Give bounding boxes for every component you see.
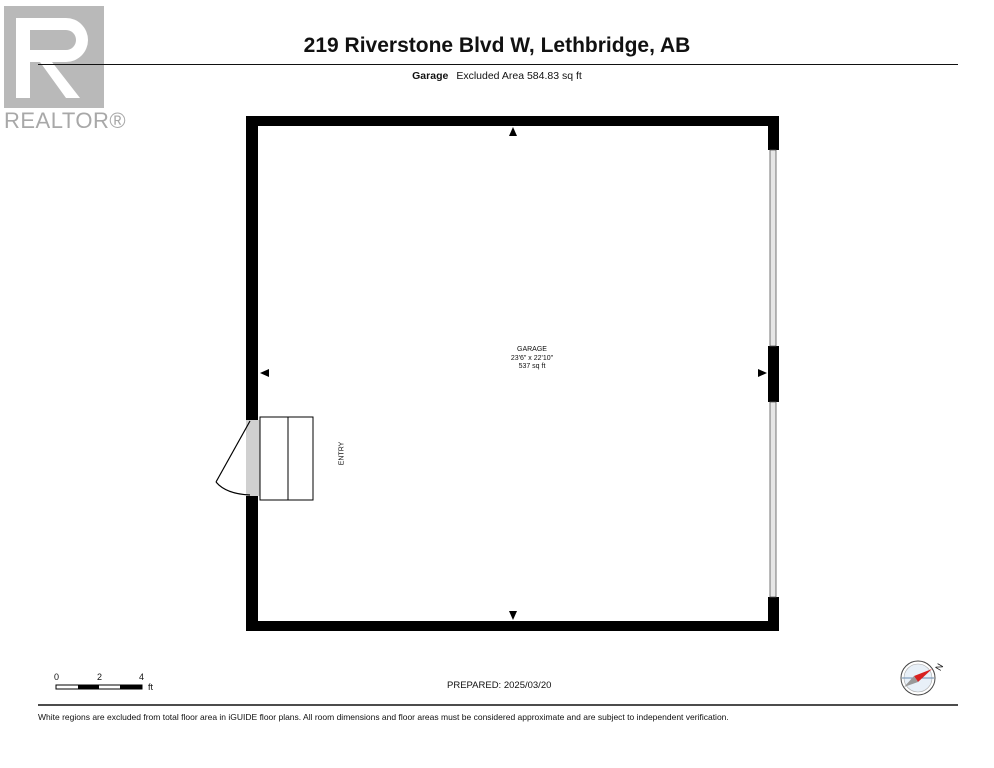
scale-bar — [55, 684, 143, 690]
scale-tick-4: 4 — [139, 672, 145, 682]
scale-tick-2: 2 — [97, 672, 103, 682]
scale-unit: ft — [148, 682, 154, 692]
floor-name: Garage — [412, 70, 449, 82]
room-name: GARAGE — [517, 346, 547, 353]
scale-tick-0: 0 — [54, 672, 60, 682]
entry-steps — [259, 416, 314, 501]
realtor-r-icon — [4, 6, 104, 108]
footer-disclaimer: White regions are excluded from total fl… — [38, 712, 729, 722]
dimension-arrows — [260, 127, 767, 620]
entry-label: ENTRY — [338, 441, 346, 466]
garage-door-openings — [769, 149, 777, 598]
floor-area: Excluded Area 584.83 sq ft — [456, 70, 582, 82]
arrow-top-icon — [509, 127, 517, 136]
header-rule — [38, 64, 958, 65]
prepared-date: PREPARED: 2025/03/20 — [447, 680, 552, 691]
room-label: GARAGE 23'6" x 22'10" 537 sq ft — [440, 346, 624, 372]
room-area: 537 sq ft — [518, 363, 546, 370]
arrow-left-icon — [260, 369, 269, 377]
entry-door — [215, 420, 260, 496]
realtor-logo-text: REALTOR® — [4, 108, 127, 133]
arrow-bottom-icon — [509, 611, 517, 620]
property-address: 219 Riverstone Blvd W, Lethbridge, AB — [303, 34, 691, 57]
garage-walls — [246, 116, 779, 631]
compass-icon — [900, 660, 936, 696]
floor-summary: Garage Excluded Area 584.83 sq ft — [0, 70, 994, 82]
arrow-right-icon — [758, 369, 767, 377]
room-dimensions: 23'6" x 22'10" — [510, 354, 554, 362]
realtor-logo — [4, 6, 104, 108]
